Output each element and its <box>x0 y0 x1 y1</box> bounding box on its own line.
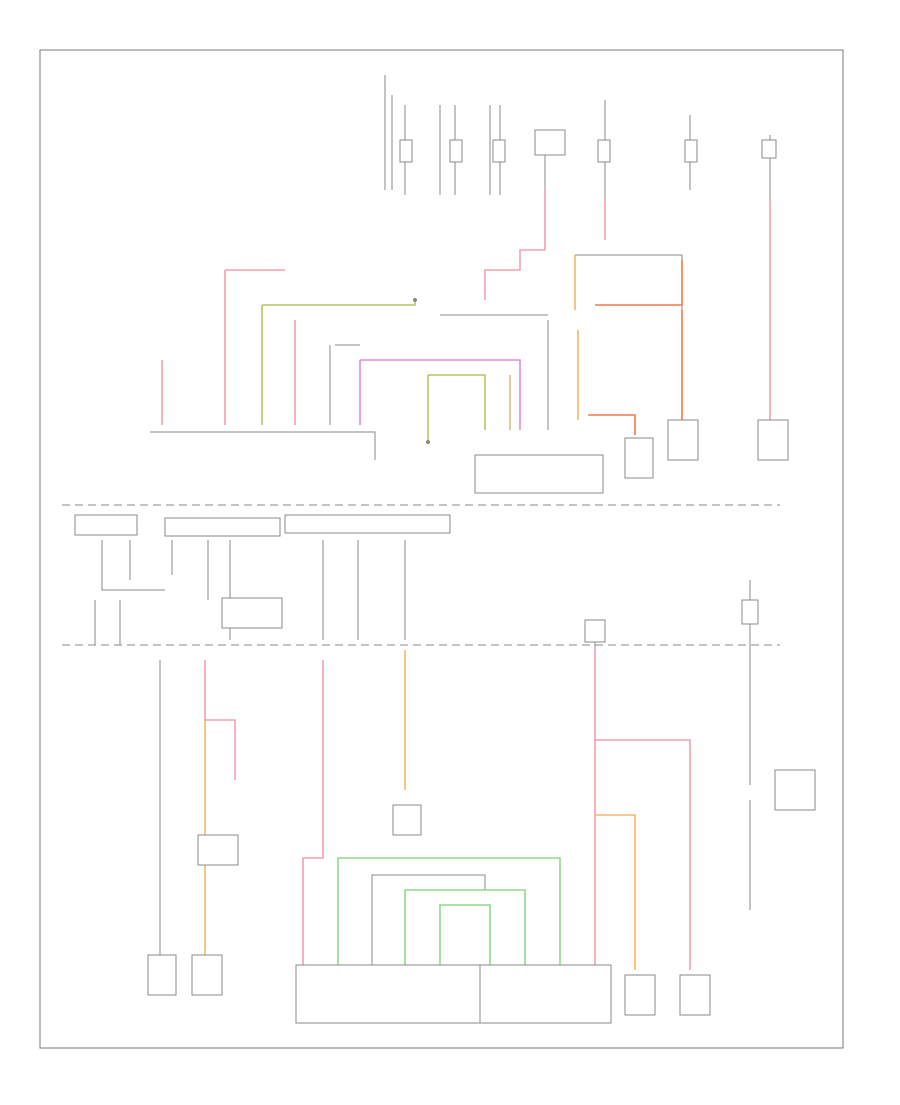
lower-modules <box>147 954 711 1024</box>
component-g <box>679 974 711 1016</box>
lower-wires <box>159 650 816 970</box>
control-module-a <box>474 454 604 494</box>
top-feed-wires <box>484 190 771 435</box>
instrument-cluster-module <box>295 964 612 1024</box>
component-d <box>147 954 177 996</box>
component-f <box>624 974 656 1016</box>
upper-module-wires <box>161 269 549 444</box>
diagram-frame <box>39 49 844 1049</box>
component-a <box>624 437 654 479</box>
mid-fuse-block <box>74 514 759 650</box>
component-b <box>667 419 699 461</box>
component-c <box>757 419 789 461</box>
upper-connectors <box>150 419 789 494</box>
top-fuse-feeds <box>384 75 777 200</box>
component-e <box>191 954 223 996</box>
